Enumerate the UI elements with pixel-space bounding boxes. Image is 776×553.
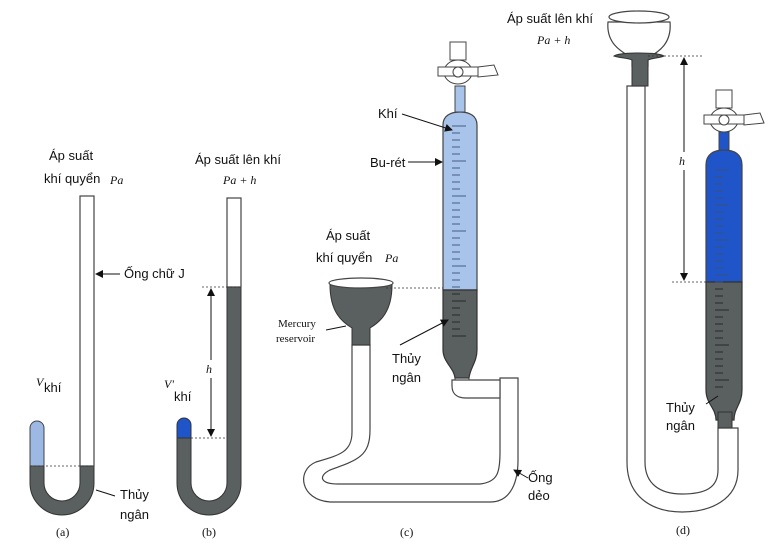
v-gas-symbol: V [36,375,45,389]
mercury-label-a-line2: ngân [120,507,149,522]
atm-label-a-line1: Áp suất [49,148,93,163]
hose-connector [451,379,501,399]
caption-c: (c) [400,525,413,539]
mercury-label-d-line1: Thủy [666,400,695,415]
panel-a: Áp suất khí quyển Pa Ống chữ J V khí Thủ… [29,148,185,539]
j-tube-label: Ống chữ J [124,266,185,281]
caption-d: (d) [676,523,690,537]
burette-neck-d [718,131,730,151]
burette-ticks-c [452,125,466,337]
burette-mercury-d [705,281,743,421]
atm-label-a-line2: khí quyển [44,171,100,186]
v-prime-symbol: V' [164,377,174,391]
burette-gas [442,111,478,291]
pressure-label-d: Áp suất lên khí [507,11,593,26]
reservoir-mercury-d [612,52,665,87]
j-tube-long-arm [79,195,95,467]
mercury-label-c-line2: ngân [392,370,421,385]
burette-ticks-d [715,169,729,388]
burette-lower-neck-d [717,411,733,429]
pressure-label-b: Áp suất lên khí [195,152,281,167]
h-label-d: h [679,154,685,168]
pressure-symbol-b: Pa + h [222,173,256,187]
stopcock-d [703,89,765,133]
hose-label-line2: dẻo [528,488,550,503]
h-label-b: h [206,362,212,376]
v-gas-label: khí [44,380,62,395]
burette-mercury [442,289,478,379]
reservoir-label-line2: reservoir [276,333,315,345]
burette-label: Bu-rét [370,155,406,170]
mercury-u-b [176,286,242,516]
mercury-pointer-a [95,489,116,497]
flexible-hose [303,344,519,503]
gas-column-a [29,420,45,467]
panel-c: Khí Bu-rét Áp suất khí quyển Pa Mercury … [276,41,553,539]
caption-a: (a) [56,525,69,539]
gas-pointer [401,113,453,132]
v-prime-label: khí [174,389,192,404]
mercury-label-c-line1: Thủy [392,351,421,366]
hose-pointer [513,469,529,479]
hose-label-line1: Ống [528,470,553,485]
reservoir-rim [328,277,394,289]
reservoir-label-line1: Mercury [278,318,316,330]
atm-label-c-line1: Áp suất [326,228,370,243]
mercury-pointer-c [399,319,449,346]
reservoir-rim-d [608,10,670,24]
mercury-pointer-d [705,395,719,405]
tube-long-arm-b [226,197,242,288]
reservoir-bulb [329,284,393,346]
panel-d: Áp suất lên khí Pa + h h Thủy ngân (d) [507,10,765,537]
burette-neck [454,85,466,113]
atm-symbol-c: Pa [384,251,398,265]
mercury-label-a-line1: Thủy [120,487,149,502]
atm-symbol-a: Pa [109,173,123,187]
reservoir-pointer [325,325,347,331]
pressure-symbol-d: Pa + h [536,33,570,47]
gas-label-c: Khí [378,106,398,121]
panel-b: Áp suất lên khí Pa + h h V' khí (b) [164,152,281,539]
mercury-u-a [29,465,95,516]
atm-label-c-line2: khí quyển [316,250,372,265]
gas-column-b [176,417,192,439]
stopcock-c [437,41,499,85]
caption-b: (b) [202,525,216,539]
mercury-label-d-line2: ngân [666,418,695,433]
u-tube-d [626,85,739,513]
